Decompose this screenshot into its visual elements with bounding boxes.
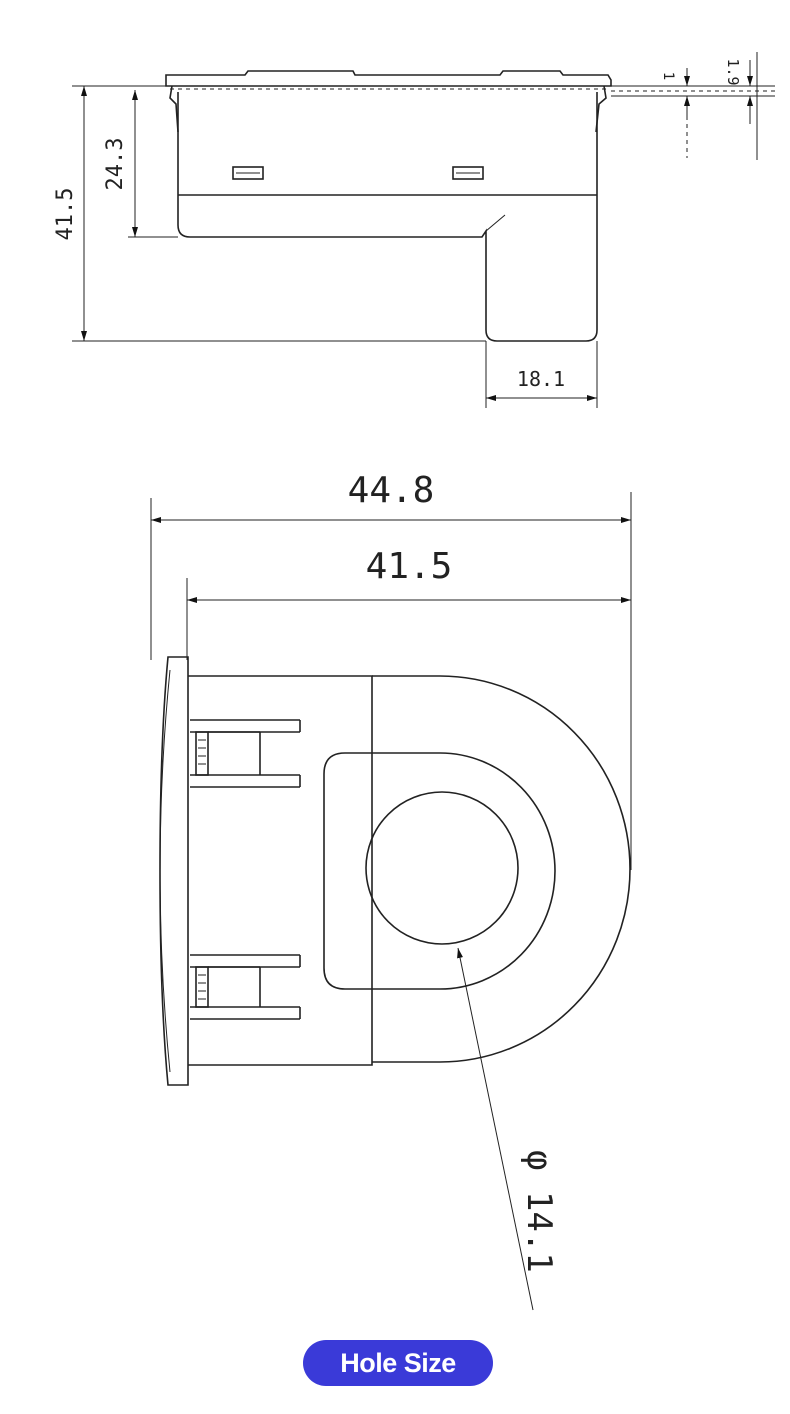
dim-body-width: 41.5 bbox=[366, 546, 453, 587]
dim-body-height: 24.3 bbox=[103, 138, 128, 191]
dim-total-height: 41.5 bbox=[53, 188, 78, 241]
hole-size-label: Hole Size bbox=[340, 1347, 456, 1378]
dim-tab-width: 18.1 bbox=[517, 367, 565, 391]
dim-flange-1: 1 bbox=[660, 72, 676, 80]
hole-size-badge: Hole Size bbox=[303, 1340, 493, 1386]
dim-overall-width: 44.8 bbox=[348, 470, 435, 511]
clip-upper bbox=[190, 719, 301, 788]
side-view: 41.5 24.3 18.1 1 1.9 bbox=[53, 52, 775, 408]
clip-lower bbox=[190, 954, 301, 1020]
dim-hole-diameter: φ 14.1 bbox=[519, 1150, 559, 1273]
dim-flange-2: 1.9 bbox=[724, 58, 742, 85]
front-view: 44.8 41.5 φ 14.1 bbox=[150, 470, 632, 1311]
